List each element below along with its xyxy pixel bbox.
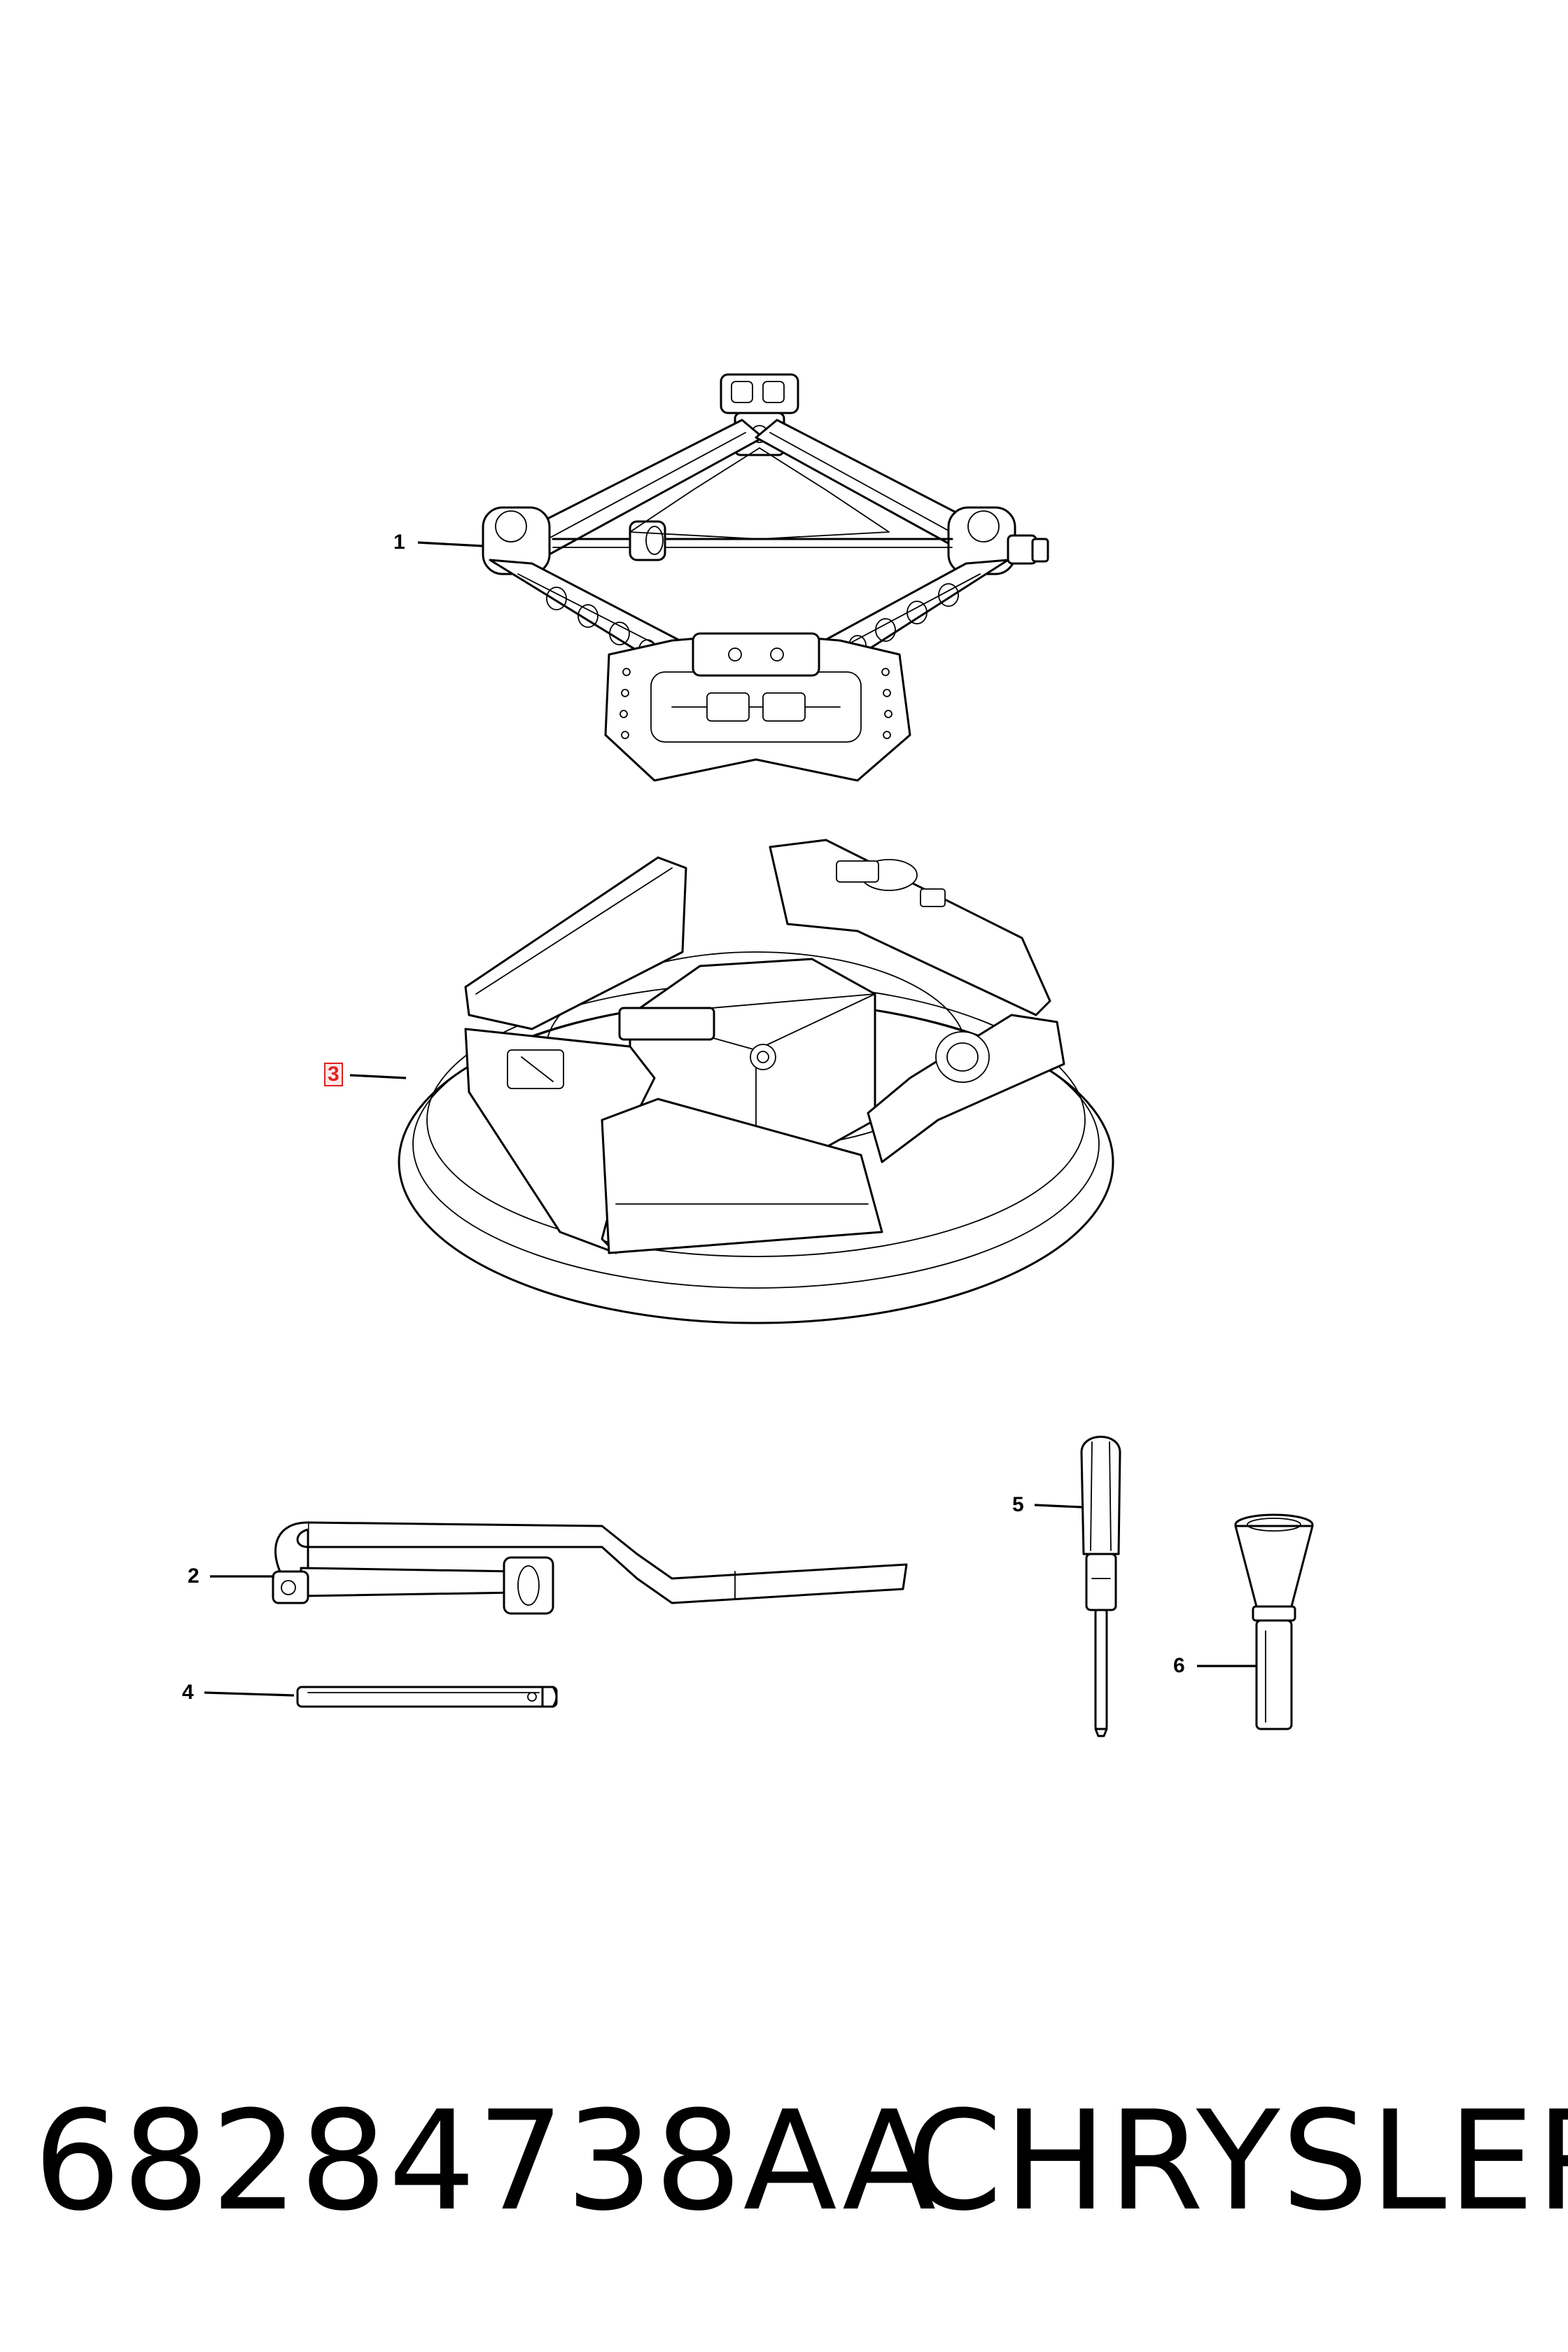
wheel-lock-key-icon	[1234, 1513, 1314, 1730]
callout-5: 5	[1012, 1493, 1024, 1516]
brand-name: CHRYSLER	[906, 2082, 1568, 2241]
part-number: 68284738AA	[34, 2082, 938, 2241]
extension-rod-icon	[296, 1686, 558, 1708]
callout-4: 4	[182, 1681, 194, 1704]
leader-lines	[204, 541, 1256, 1697]
callout-6: 6	[1173, 1654, 1185, 1677]
scissor-jack-icon	[482, 373, 1049, 782]
callout-3: 3	[324, 1063, 343, 1086]
screwdriver-icon	[1080, 1436, 1121, 1737]
callout-2: 2	[188, 1564, 200, 1588]
spare-tire-tool-tray-icon	[398, 839, 1114, 1324]
callout-1: 1	[393, 531, 405, 554]
jack-handle-wrench-icon	[272, 1521, 908, 1615]
